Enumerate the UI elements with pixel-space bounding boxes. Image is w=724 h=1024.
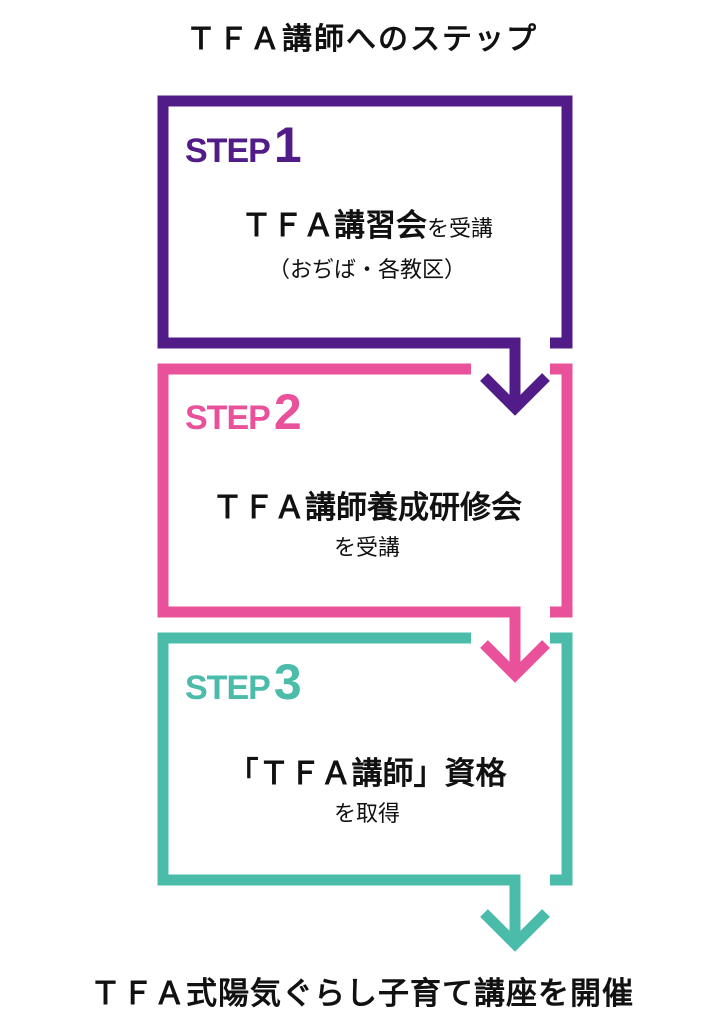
result-text: ＴＦＡ式陽気ぐらし子育て講座を開催 (90, 976, 634, 1012)
step-label: STEP (185, 132, 271, 170)
step3-heading: STEP3 (185, 653, 302, 711)
step1-heading: STEP1 (185, 116, 302, 174)
arrow-down-icon (480, 909, 550, 952)
arrow-down-icon (480, 640, 550, 683)
diagram-title: ＴＦＡ講師へのステップ (186, 22, 538, 57)
step3-main-text: 「ＴＦＡ講師」資格 (227, 756, 507, 792)
step1-sub-text: （おぢば・各教区） (267, 258, 466, 283)
step2-sub-text: を受講 (333, 536, 400, 561)
step2-frame (157, 363, 573, 683)
step-number: 3 (273, 654, 302, 710)
step2-main-text: ＴＦＡ講師養成研修会 (212, 490, 522, 526)
step-number: 1 (273, 117, 302, 173)
step-label: STEP (185, 669, 271, 707)
step1-main: ＴＦＡ講習会 (240, 208, 427, 244)
step3-sub-text: を取得 (333, 802, 400, 827)
step1-suffix: を受講 (426, 217, 493, 242)
step1-frame (157, 95, 573, 416)
step-number: 2 (273, 384, 302, 440)
arrow-down-icon (480, 373, 550, 416)
step1-main-text: ＴＦＡ講習会を受講 (162, 200, 572, 245)
step-label: STEP (185, 399, 271, 437)
step2-heading: STEP2 (185, 383, 302, 441)
step3-frame (157, 632, 573, 952)
